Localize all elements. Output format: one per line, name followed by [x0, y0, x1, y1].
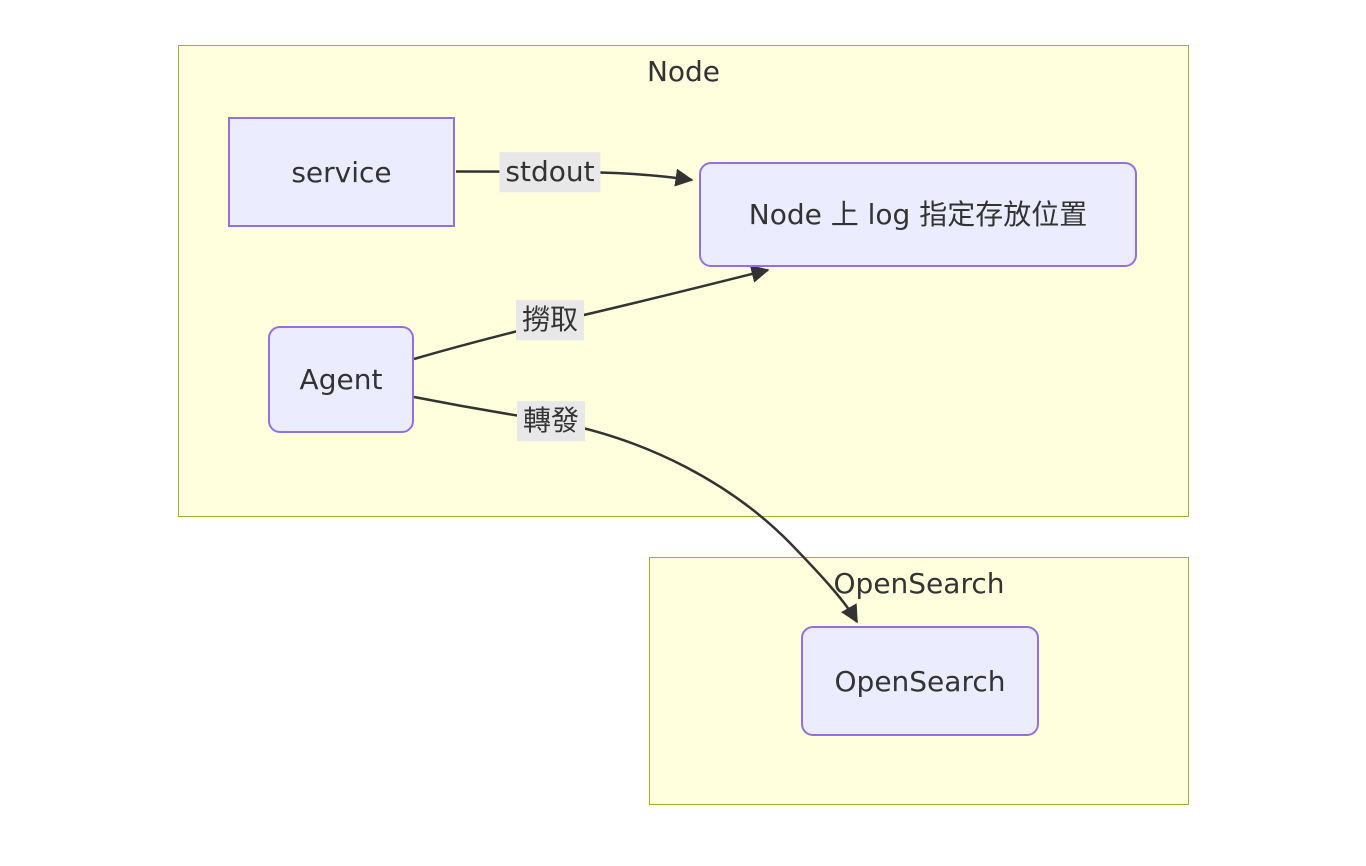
edge-agent-to-log: [413, 265, 770, 361]
edge-label-stdout: stdout: [499, 152, 601, 192]
node-service: service: [228, 117, 455, 227]
cluster-opensearch-title: OpenSearch: [833, 567, 1005, 600]
node-log-location: Node 上 log 指定存放位置: [699, 162, 1137, 267]
node-opensearch-label: OpenSearch: [834, 664, 1006, 698]
node-log-location-label: Node 上 log 指定存放位置: [748, 198, 1088, 231]
node-opensearch: OpenSearch: [801, 626, 1039, 736]
node-agent-label: Agent: [299, 363, 383, 396]
edge-label-fetch: 撈取: [515, 300, 585, 340]
node-agent: Agent: [268, 326, 414, 433]
edge-label-forward: 轉發: [516, 401, 586, 441]
edge-agent-to-opensearch: [413, 395, 859, 624]
cluster-node-title: Node: [646, 55, 721, 88]
node-service-label: service: [291, 155, 392, 189]
